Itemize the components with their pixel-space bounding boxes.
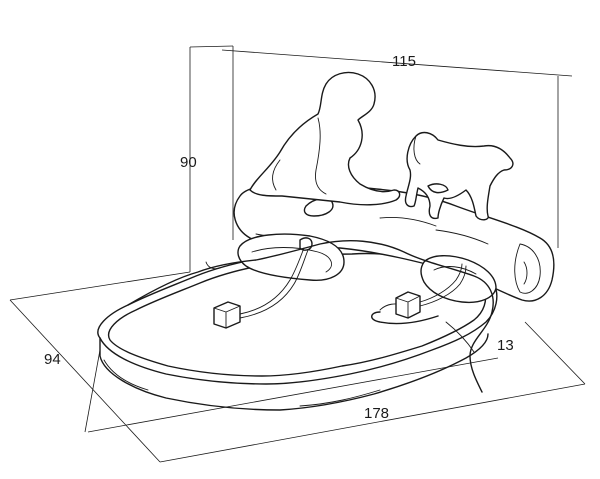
dog-figure	[404, 131, 514, 221]
height-label: 90	[180, 154, 197, 171]
back-reference-lines	[9, 45, 586, 463]
detail-label: 13	[497, 337, 514, 354]
pump-box-right	[395, 263, 467, 319]
upper-basin	[237, 233, 345, 281]
pump-box-left	[213, 247, 309, 329]
width-label: 115	[392, 53, 416, 70]
length-label: 178	[364, 405, 389, 422]
depth-label: 94	[44, 351, 61, 368]
right-basin	[420, 255, 497, 304]
child-figure	[249, 71, 401, 206]
